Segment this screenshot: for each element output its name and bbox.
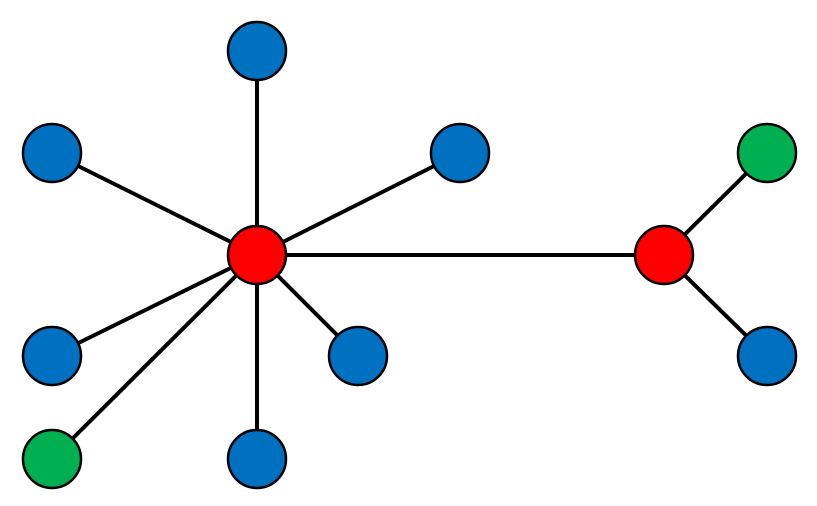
node-upper-right [429,122,491,184]
edge-hub-left-to-lower-left [50,253,259,358]
node-mid-right [327,325,389,387]
node-top [226,20,288,82]
edge-hub-left-to-upper-left [50,151,259,257]
node-upper-left [21,122,83,184]
node-lower-left [21,325,83,387]
node-hub-left [226,224,288,286]
node-far-bottom [736,325,798,387]
edge-hub-left-to-bottom-left [50,253,259,461]
node-bottom-left [21,428,83,490]
edge-hub-left-to-upper-right [255,151,462,257]
node-far-top [736,122,798,184]
node-hub-right [633,224,695,286]
node-bottom [226,428,288,490]
nodes-layer [21,20,798,490]
